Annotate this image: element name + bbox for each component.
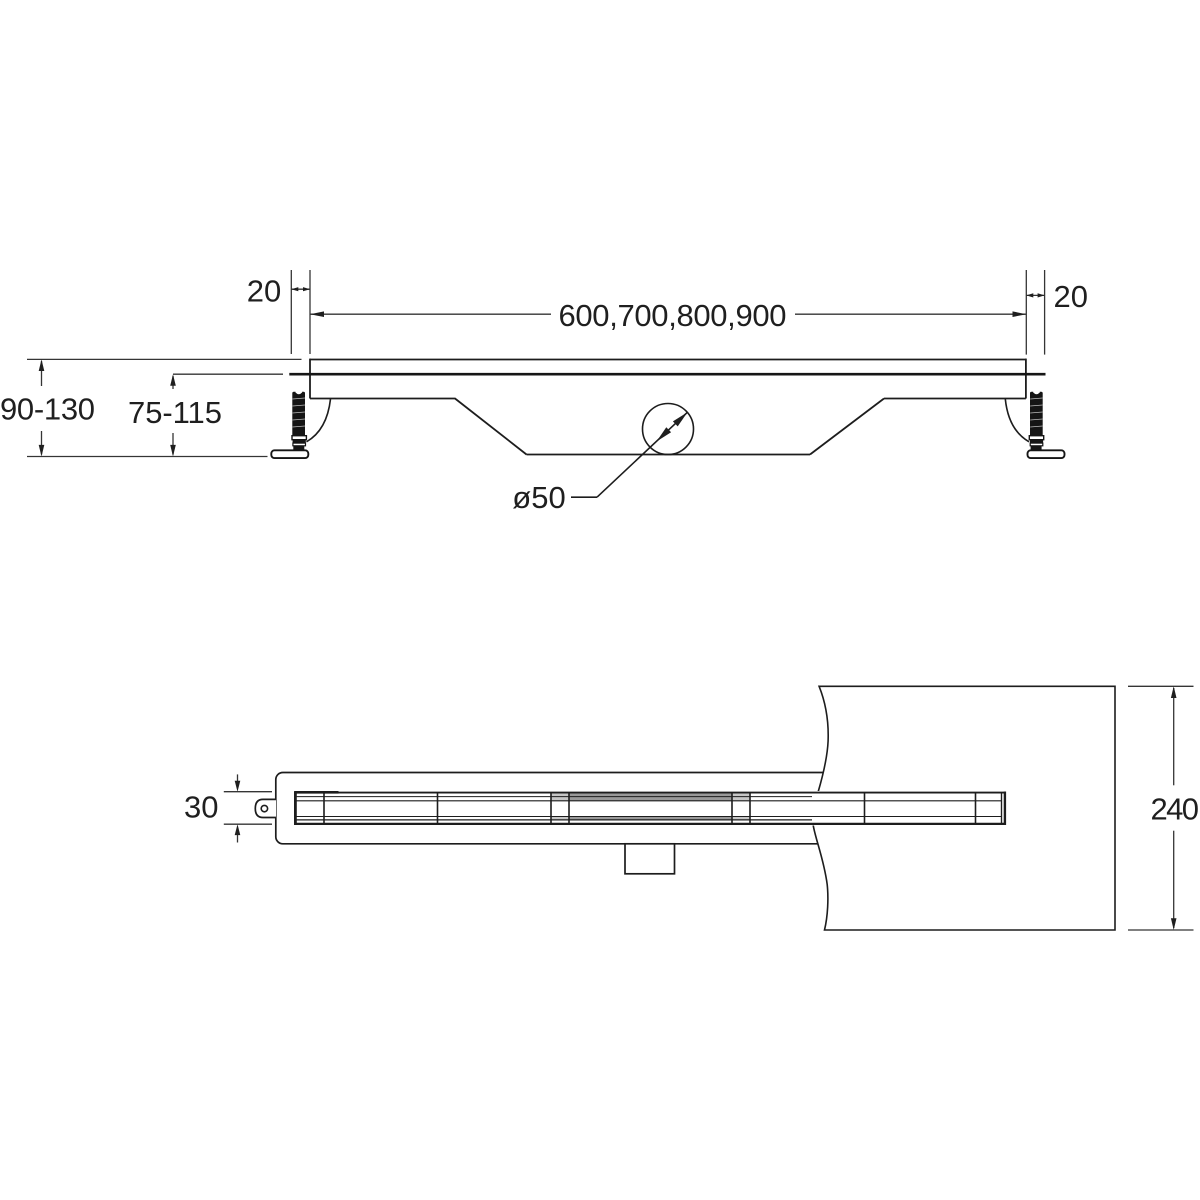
svg-text:600,700,800,900: 600,700,800,900: [559, 298, 787, 333]
svg-text:75-115: 75-115: [128, 395, 222, 430]
svg-text:ø50: ø50: [512, 480, 565, 515]
svg-text:20: 20: [247, 274, 281, 309]
svg-text:90-130: 90-130: [0, 392, 95, 427]
svg-text:30: 30: [184, 790, 218, 825]
svg-text:20: 20: [1054, 279, 1088, 314]
svg-text:240: 240: [1151, 792, 1200, 827]
